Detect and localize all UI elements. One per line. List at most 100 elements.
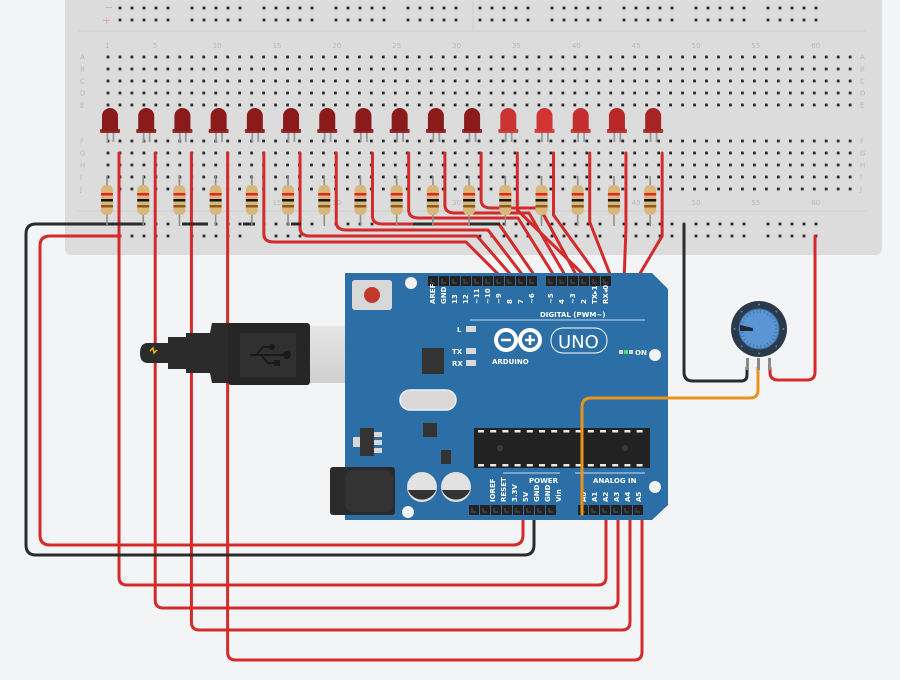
breadboard-hole[interactable] [202, 92, 205, 95]
breadboard-hole[interactable] [597, 164, 600, 167]
rail-hole[interactable] [419, 7, 422, 10]
rail-hole[interactable] [203, 19, 206, 22]
breadboard-hole[interactable] [645, 140, 648, 143]
rail-hole[interactable] [659, 7, 662, 10]
header-pin[interactable] [483, 276, 493, 286]
breadboard-hole[interactable] [645, 164, 648, 167]
breadboard-hole[interactable] [538, 152, 541, 155]
breadboard-hole[interactable] [609, 104, 612, 107]
breadboard-hole[interactable] [765, 164, 768, 167]
rail-hole[interactable] [719, 235, 722, 238]
breadboard-hole[interactable] [813, 68, 816, 71]
breadboard-hole[interactable] [274, 80, 277, 83]
breadboard-hole[interactable] [717, 176, 720, 179]
breadboard-hole[interactable] [681, 140, 684, 143]
rail-hole[interactable] [599, 19, 602, 22]
breadboard-hole[interactable] [466, 140, 469, 143]
breadboard-hole[interactable] [418, 188, 421, 191]
breadboard-hole[interactable] [621, 164, 624, 167]
breadboard-hole[interactable] [107, 164, 110, 167]
breadboard-hole[interactable] [131, 152, 134, 155]
breadboard-hole[interactable] [717, 152, 720, 155]
breadboard-hole[interactable] [633, 164, 636, 167]
breadboard-hole[interactable] [573, 152, 576, 155]
breadboard-hole[interactable] [466, 80, 469, 83]
breadboard-hole[interactable] [825, 176, 828, 179]
rail-hole[interactable] [563, 7, 566, 10]
breadboard-hole[interactable] [657, 56, 660, 59]
breadboard-hole[interactable] [561, 152, 564, 155]
header-pin[interactable] [546, 276, 556, 286]
breadboard-hole[interactable] [190, 140, 193, 143]
rail-hole[interactable] [515, 19, 518, 22]
breadboard-hole[interactable] [334, 104, 337, 107]
breadboard-hole[interactable] [645, 68, 648, 71]
breadboard-hole[interactable] [346, 68, 349, 71]
rail-hole[interactable] [275, 223, 278, 226]
rail-hole[interactable] [803, 235, 806, 238]
breadboard-hole[interactable] [669, 176, 672, 179]
header-pin[interactable] [579, 276, 589, 286]
breadboard-hole[interactable] [657, 188, 660, 191]
breadboard-hole[interactable] [490, 80, 493, 83]
breadboard-hole[interactable] [801, 80, 804, 83]
breadboard-hole[interactable] [633, 140, 636, 143]
breadboard-hole[interactable] [418, 152, 421, 155]
breadboard-hole[interactable] [514, 104, 517, 107]
breadboard-hole[interactable] [573, 92, 576, 95]
header-pin[interactable] [505, 276, 515, 286]
breadboard-hole[interactable] [681, 56, 684, 59]
breadboard-hole[interactable] [657, 92, 660, 95]
breadboard-hole[interactable] [729, 104, 732, 107]
header-pin[interactable] [516, 276, 526, 286]
breadboard-hole[interactable] [573, 80, 576, 83]
breadboard-hole[interactable] [729, 80, 732, 83]
rail-hole[interactable] [275, 7, 278, 10]
breadboard-hole[interactable] [238, 68, 241, 71]
breadboard-hole[interactable] [681, 164, 684, 167]
breadboard-hole[interactable] [358, 152, 361, 155]
rail-hole[interactable] [515, 223, 518, 226]
breadboard-hole[interactable] [334, 140, 337, 143]
breadboard-hole[interactable] [561, 176, 564, 179]
breadboard-hole[interactable] [549, 176, 552, 179]
breadboard-hole[interactable] [538, 164, 541, 167]
breadboard-hole[interactable] [741, 92, 744, 95]
breadboard-hole[interactable] [681, 68, 684, 71]
breadboard-hole[interactable] [526, 56, 529, 59]
breadboard-hole[interactable] [143, 92, 146, 95]
breadboard-hole[interactable] [286, 80, 289, 83]
breadboard-hole[interactable] [609, 176, 612, 179]
breadboard-hole[interactable] [549, 104, 552, 107]
breadboard-hole[interactable] [502, 104, 505, 107]
breadboard-hole[interactable] [502, 80, 505, 83]
rail-hole[interactable] [503, 19, 506, 22]
rail-hole[interactable] [215, 235, 218, 238]
breadboard-hole[interactable] [466, 176, 469, 179]
rail-hole[interactable] [359, 19, 362, 22]
breadboard-hole[interactable] [238, 80, 241, 83]
breadboard-hole[interactable] [514, 80, 517, 83]
breadboard-hole[interactable] [597, 68, 600, 71]
breadboard-hole[interactable] [789, 92, 792, 95]
breadboard-hole[interactable] [262, 80, 265, 83]
breadboard-hole[interactable] [238, 92, 241, 95]
rail-hole[interactable] [431, 7, 434, 10]
breadboard-hole[interactable] [202, 176, 205, 179]
breadboard-hole[interactable] [789, 140, 792, 143]
breadboard-hole[interactable] [777, 188, 780, 191]
breadboard-hole[interactable] [825, 152, 828, 155]
breadboard-hole[interactable] [143, 56, 146, 59]
breadboard-hole[interactable] [454, 80, 457, 83]
breadboard-hole[interactable] [131, 140, 134, 143]
breadboard-hole[interactable] [645, 176, 648, 179]
rail-hole[interactable] [803, 19, 806, 22]
rail-hole[interactable] [491, 7, 494, 10]
breadboard-hole[interactable] [789, 80, 792, 83]
breadboard-hole[interactable] [801, 68, 804, 71]
breadboard-hole[interactable] [609, 68, 612, 71]
breadboard-hole[interactable] [178, 68, 181, 71]
rail-hole[interactable] [587, 19, 590, 22]
breadboard-hole[interactable] [633, 68, 636, 71]
rail-hole[interactable] [707, 7, 710, 10]
